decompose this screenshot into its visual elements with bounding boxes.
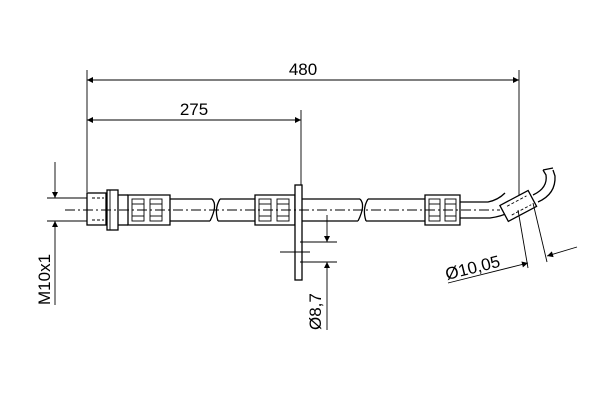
dimension-275-label: 275 [180, 100, 208, 119]
end-fitting [499, 167, 556, 223]
dimension-275: 275 [87, 100, 301, 123]
extension-lines [86, 70, 520, 195]
dimension-hole-label: Ø8,7 [306, 293, 325, 330]
dimension-hole: Ø8,7 [300, 215, 337, 330]
hose [170, 192, 513, 222]
thread-nut [86, 189, 128, 231]
mounting-flange [280, 184, 310, 281]
crimp-fitting-1 [127, 194, 171, 226]
dimension-thread: M10x1 [35, 162, 100, 305]
dimension-tube-label: Ø10,05 [443, 252, 502, 284]
dimension-480-label: 480 [289, 60, 317, 79]
dimension-480: 480 [87, 60, 519, 83]
dimension-thread-label: M10x1 [35, 254, 54, 305]
